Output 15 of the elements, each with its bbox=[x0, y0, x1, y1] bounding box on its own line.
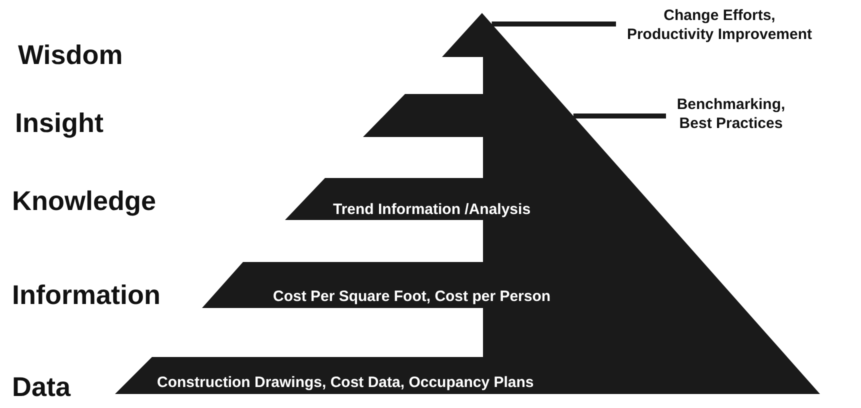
level-label: Data bbox=[12, 372, 71, 402]
callout-text: Change Efforts, Productivity Improvement bbox=[622, 6, 817, 44]
level-label: Information bbox=[12, 280, 160, 310]
callout-text: Benchmarking, Best Practices bbox=[672, 95, 790, 133]
level-label: Knowledge bbox=[12, 186, 156, 216]
tier-text: Cost Per Square Foot, Cost per Person bbox=[273, 288, 551, 306]
pyramid-tier bbox=[285, 178, 703, 262]
level-label: Wisdom bbox=[18, 40, 123, 70]
leader-line bbox=[573, 114, 666, 118]
pyramid-tier bbox=[202, 262, 788, 357]
tier-text: Trend Information /Analysis bbox=[333, 201, 531, 219]
leader-line bbox=[492, 22, 616, 26]
tier-text: Construction Drawings, Cost Data, Occupancy Plans bbox=[157, 374, 534, 392]
pyramid-tier bbox=[115, 357, 820, 394]
level-label: Insight bbox=[15, 108, 104, 138]
